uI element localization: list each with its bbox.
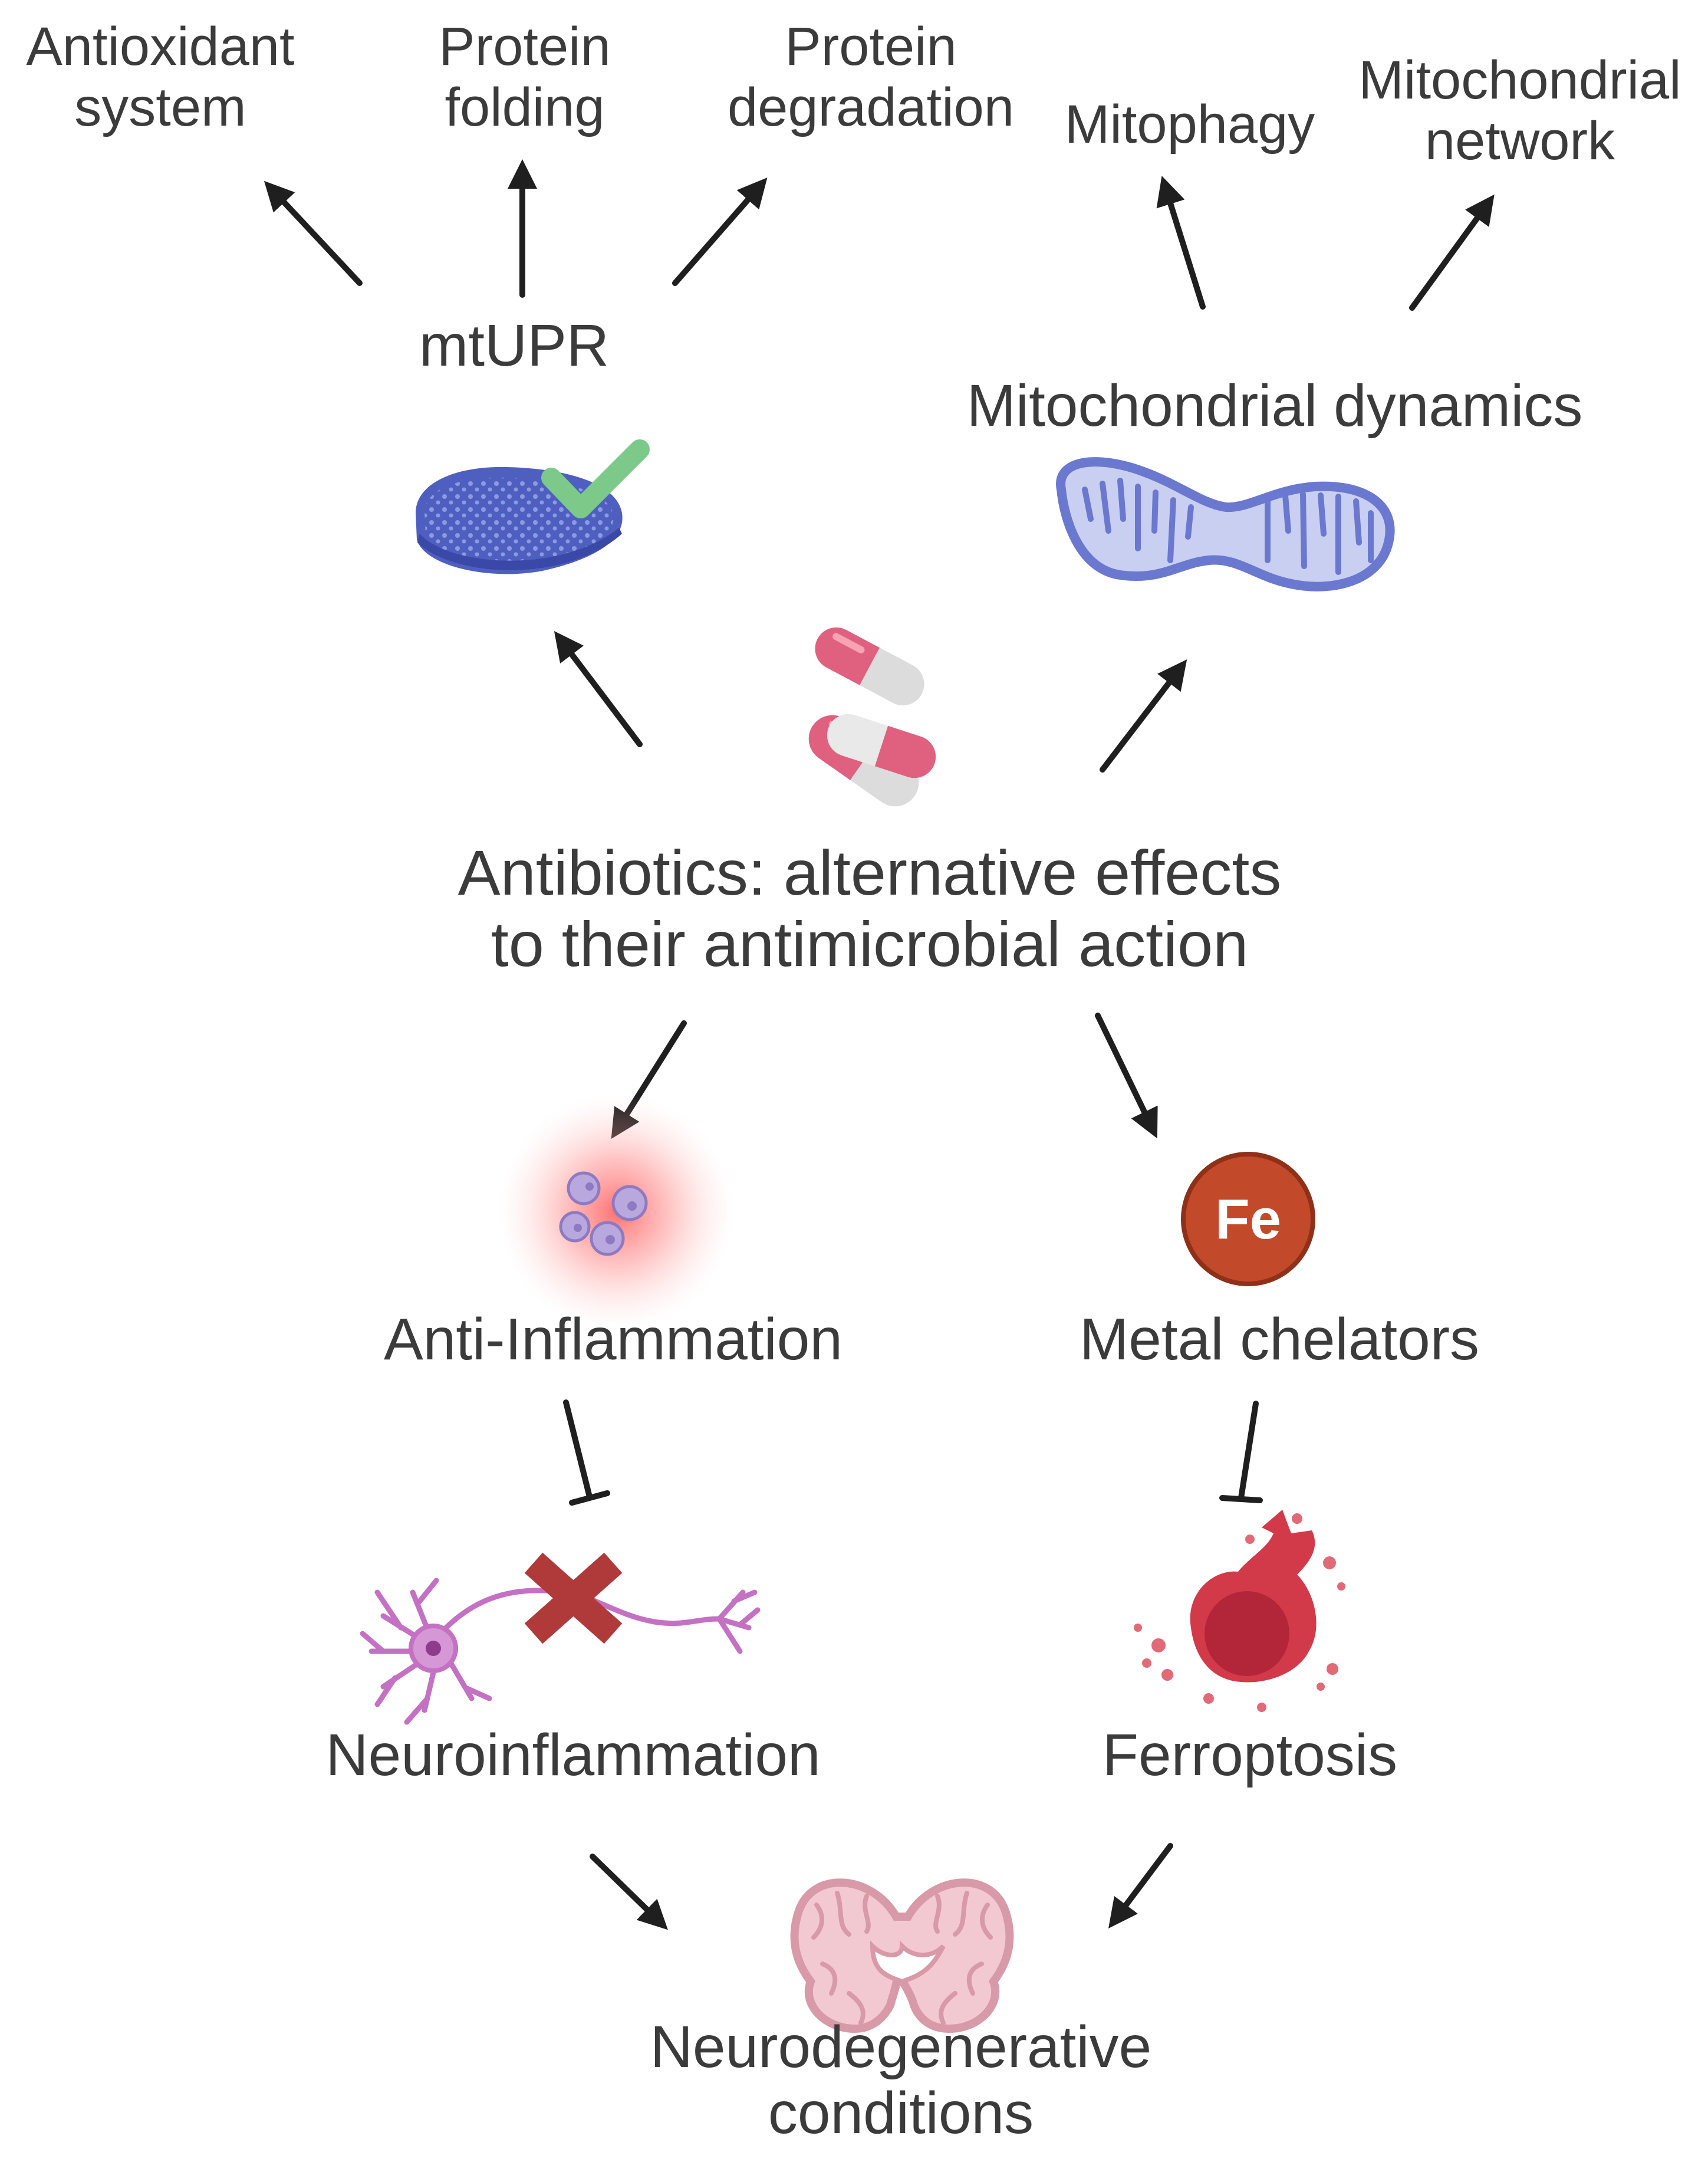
arrow-ferroptosis-to-outcome <box>1108 1843 1173 1928</box>
capsules-icon <box>808 627 936 807</box>
label-mitochondrial-dynamics: Mitochondrial dynamics <box>966 373 1583 439</box>
outcome-line1: Neurodegenerative <box>650 2014 1152 2080</box>
page-title: Antibiotics: alternative effects to thei… <box>458 837 1282 980</box>
brain-section-icon <box>790 1878 1014 2033</box>
iron-icon: Fe <box>1181 1152 1315 1286</box>
arrow-title-to-mtupr <box>554 631 643 747</box>
arrow-dynamics-to-mitophagy <box>1156 176 1206 310</box>
mitochondrion-check-icon <box>416 439 650 574</box>
outcome-line2: conditions <box>768 2080 1034 2146</box>
label-mitochondrial-network: Mitochondrial network <box>1358 50 1681 172</box>
title-line2: to their antimicrobial action <box>491 908 1249 980</box>
inhibition-arrows <box>563 1399 1263 1506</box>
label-network-line2: network <box>1424 111 1615 172</box>
arrow-title-to-dynamics <box>1100 659 1187 773</box>
label-neuroinflammation: Neuroinflammation <box>325 1722 821 1788</box>
label-mitophagy-line1: Mitophagy <box>1064 94 1315 155</box>
inhibit-anti-inflammation-to-neuroinflammation <box>563 1399 610 1506</box>
label-mitophagy: Mitophagy <box>1065 94 1315 155</box>
neuron-blocked-icon <box>360 1552 761 1725</box>
arrow-neuroinflammation-to-outcome <box>590 1854 668 1930</box>
label-antioxidant-line1: Antioxidant <box>26 17 295 77</box>
label-antioxidant-line2: system <box>74 77 246 138</box>
iron-icon-text: Fe <box>1215 1188 1281 1251</box>
label-degradation-line2: degradation <box>728 77 1014 138</box>
label-network-line1: Mitochondrial <box>1358 50 1681 110</box>
mitochondrion-dividing-icon <box>1056 457 1395 592</box>
inflammation-cells-icon <box>498 1094 734 1330</box>
label-anti-inflammation: Anti-Inflammation <box>383 1306 843 1372</box>
arrow-mtupr-to-antioxidant <box>264 180 363 286</box>
label-metal-chelators: Metal chelators <box>1079 1306 1480 1372</box>
arrow-title-to-metal-chelators <box>1095 1013 1158 1139</box>
label-folding-line2: folding <box>445 77 605 138</box>
label-antioxidant-system: Antioxidant system <box>26 17 294 138</box>
arrow-mtupr-to-degradation <box>672 178 768 286</box>
label-neurodegenerative-conditions: Neurodegenerative conditions <box>650 2014 1152 2146</box>
arrows <box>264 159 1495 1930</box>
label-folding-line1: Protein <box>439 17 611 77</box>
label-ferroptosis: Ferroptosis <box>1102 1722 1398 1788</box>
label-protein-degradation: Protein degradation <box>728 17 1014 138</box>
inhibit-chelators-to-ferroptosis <box>1219 1401 1263 1503</box>
label-mtupr: mtUPR <box>419 313 610 379</box>
label-protein-folding: Protein folding <box>439 17 611 138</box>
arrow-dynamics-to-network <box>1409 194 1495 311</box>
title-line1: Antibiotics: alternative effects <box>458 837 1282 908</box>
ferroptotic-cell-icon <box>1134 1510 1345 1712</box>
label-degradation-line1: Protein <box>785 17 957 77</box>
